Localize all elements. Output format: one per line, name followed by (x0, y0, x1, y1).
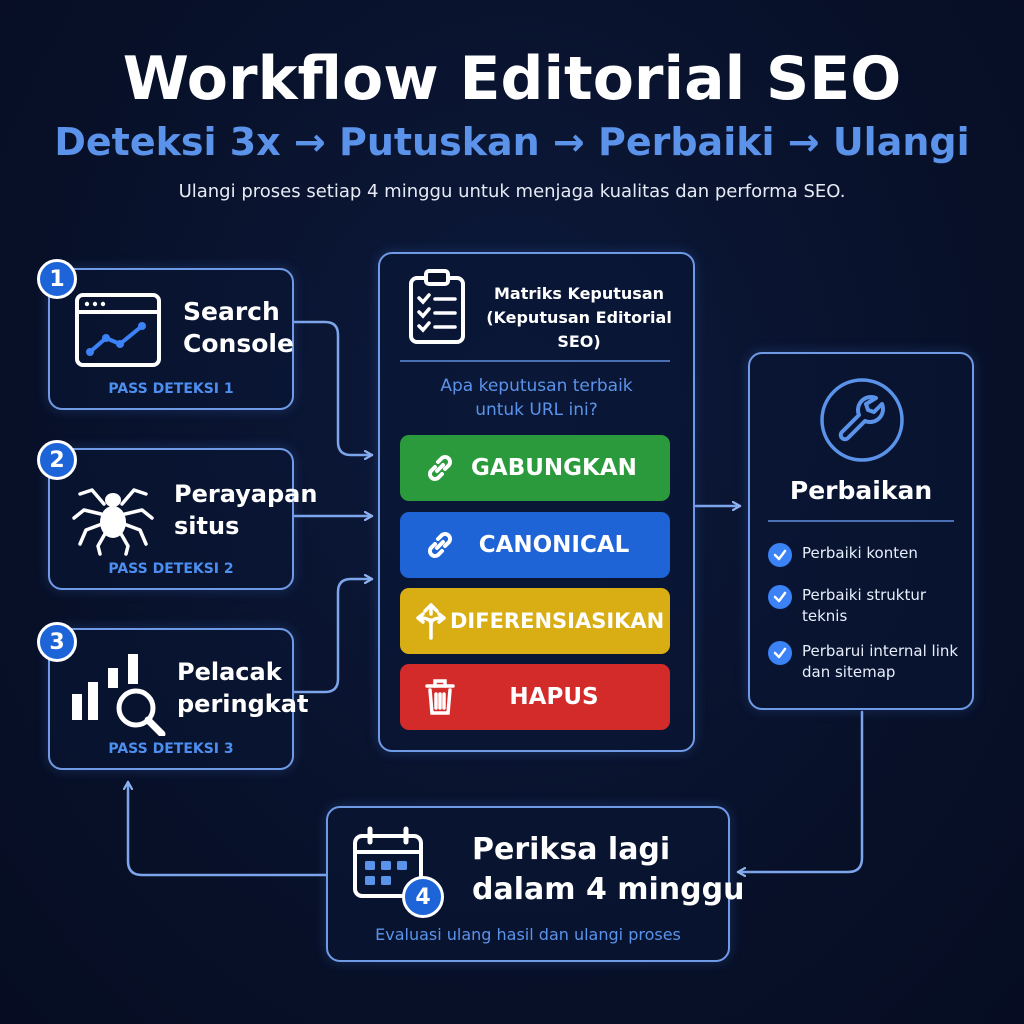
pass-label-2: PASS DETEKSI 2 (108, 561, 234, 577)
connector-fix-to-recheck (736, 710, 864, 872)
pass-label-1: PASS DETEKSI 1 (108, 381, 234, 397)
pass-label-3: PASS DETEKSI 3 (108, 741, 234, 757)
page-tagline: Ulangi proses setiap 4 minggu untuk menj… (178, 181, 846, 202)
source-box-search-console[interactable] (48, 268, 294, 410)
source-box-site-crawl[interactable] (48, 448, 294, 590)
decision-delete-button[interactable]: HAPUS (400, 664, 670, 730)
fix-item: Perbaiki konten (768, 543, 968, 567)
fix-title: Perbaikan (789, 476, 933, 505)
page-subtitle: Deteksi 3x → Putuskan → Perbaiki → Ulang… (54, 120, 970, 164)
connector-source-3 (292, 579, 374, 694)
analytics-browser-icon (74, 292, 162, 372)
page-title: Workflow Editorial SEO (122, 44, 902, 114)
calendar-icon (352, 826, 434, 912)
decision-differentiate-button[interactable]: DIFERENSIASIKAN (400, 588, 670, 654)
decision-canonical-button[interactable]: CANONICAL (400, 512, 670, 578)
connector-source-1 (292, 320, 374, 455)
decision-merge-button[interactable]: GABUNGKAN (400, 435, 670, 501)
wrench-icon (818, 376, 906, 468)
recheck-panel (326, 806, 730, 962)
check-icon (768, 543, 792, 567)
check-icon (768, 585, 792, 609)
matrix-title: Matriks Keputusan(Keputusan Editorial SE… (486, 284, 672, 351)
check-icon (768, 641, 792, 665)
clipboard-icon (408, 268, 466, 350)
connector-recheck-to-source (128, 780, 328, 877)
step-badge-2: 2 (37, 440, 77, 480)
link-icon (412, 528, 468, 562)
split-arrows-icon (412, 602, 450, 640)
link-icon (412, 451, 468, 485)
cycle-badge: 4 (402, 876, 444, 918)
step-badge-3: 3 (37, 622, 77, 662)
matrix-divider (400, 360, 670, 362)
fix-divider (768, 520, 954, 522)
rank-search-icon (70, 652, 166, 740)
spider-icon (70, 470, 156, 560)
trash-icon (412, 678, 468, 716)
recheck-caption: Evaluasi ulang hasil dan ulangi proses (375, 925, 681, 944)
step-badge-1: 1 (37, 259, 77, 299)
